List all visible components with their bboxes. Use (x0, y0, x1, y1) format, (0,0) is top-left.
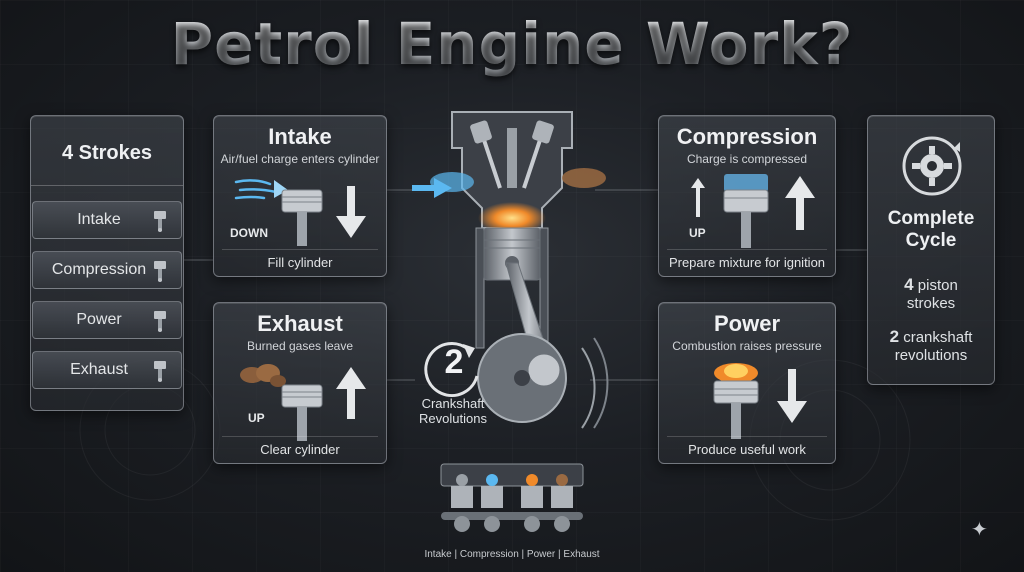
multi-cylinder-engine-illustration (440, 463, 584, 532)
cycle-title-line1: Complete (887, 208, 975, 229)
power-card: Power Combustion raises pressure Produce… (658, 302, 836, 464)
stroke-item-compression[interactable]: Compression (32, 251, 182, 289)
cycle-title: Complete Cycle (868, 208, 994, 252)
exhaust-card: Exhaust Burned gases leave UP Clear cyli… (213, 302, 387, 464)
card-title: Compression (676, 124, 818, 149)
compression-card: Compression Charge is compressed UP Prep… (658, 115, 836, 277)
card-footer: Clear cylinder (222, 436, 378, 457)
cycle-stat-strokes: 4 piston strokes (868, 276, 994, 313)
stat-text: strokes (906, 295, 956, 312)
stroke-item-label: Power (76, 311, 122, 328)
card-subtitle: Air/fuel charge enters cylinder (220, 152, 380, 166)
stat-text: crankshaft (903, 329, 973, 346)
piston-icon (154, 261, 166, 282)
piston-icon (723, 174, 769, 248)
rotation-arrow-icon (424, 342, 479, 398)
card-footer: Produce useful work (667, 436, 827, 457)
arrow-up-small-icon (691, 178, 705, 217)
engine-cross-section (430, 111, 609, 429)
strokes-heading: 4 Strokes (61, 142, 153, 164)
piston-icon (281, 384, 323, 441)
card-title: Intake (268, 124, 332, 149)
arrow-up-icon (336, 367, 366, 419)
arrow-down-icon (336, 186, 366, 238)
piston-icon (154, 211, 166, 232)
direction-label: DOWN (230, 226, 268, 240)
stat-number: 2 (889, 327, 900, 346)
page-title: Petrol Engine Work? (0, 10, 1024, 78)
stroke-item-exhaust[interactable]: Exhaust (32, 351, 182, 389)
intake-air-icon (234, 179, 288, 200)
strokes-divider (31, 185, 183, 186)
piston-icon (713, 380, 759, 439)
stat-number: 4 (904, 275, 914, 294)
stroke-item-label: Compression (51, 261, 147, 278)
direction-label: UP (248, 411, 265, 425)
crankshaft-revolution-count: 2 (444, 343, 464, 381)
direction-label: UP (689, 226, 706, 240)
card-footer: Fill cylinder (222, 249, 378, 270)
card-footer: Prepare mixture for ignition (667, 249, 827, 270)
crankshaft-label: Crankshaft Revolutions (408, 396, 498, 426)
exhaust-smoke-icon (240, 364, 286, 387)
card-subtitle: Combustion raises pressure (672, 339, 822, 353)
intake-flow-arrow (412, 178, 452, 198)
card-title: Power (713, 311, 781, 336)
stat-text: piston (917, 277, 958, 294)
bottom-stroke-caption: Intake | Compression | Power | Exhaust (424, 549, 600, 560)
cycle-title-line2: Cycle (905, 230, 957, 251)
piston-icon (154, 311, 166, 332)
card-subtitle: Charge is compressed (686, 152, 808, 166)
stroke-item-label: Exhaust (70, 361, 128, 378)
crankshaft-label-line1: Crankshaft (421, 396, 485, 411)
complete-cycle-panel: Complete Cycle 4 piston strokes 2 cranks… (867, 115, 995, 385)
arrow-up-icon (785, 176, 815, 230)
stroke-item-label: Intake (77, 211, 121, 228)
card-title: Exhaust (257, 311, 343, 336)
sparkle-icon: ✦ (971, 519, 988, 541)
piston-icon (154, 361, 166, 382)
crankshaft-label-line2: Revolutions (419, 411, 487, 426)
gear-cycle-icon (902, 136, 962, 196)
arrow-down-icon (777, 369, 807, 423)
card-subtitle: Burned gases leave (246, 339, 354, 353)
intake-card: Intake Air/fuel charge enters cylinder D… (213, 115, 387, 277)
piston-icon (281, 189, 323, 246)
stroke-item-power[interactable]: Power (32, 301, 182, 339)
stat-text: revolutions (894, 347, 968, 364)
stroke-item-intake[interactable]: Intake (32, 201, 182, 239)
combustion-flame-icon (714, 363, 758, 383)
cycle-stat-revolutions: 2 crankshaft revolutions (868, 328, 994, 365)
